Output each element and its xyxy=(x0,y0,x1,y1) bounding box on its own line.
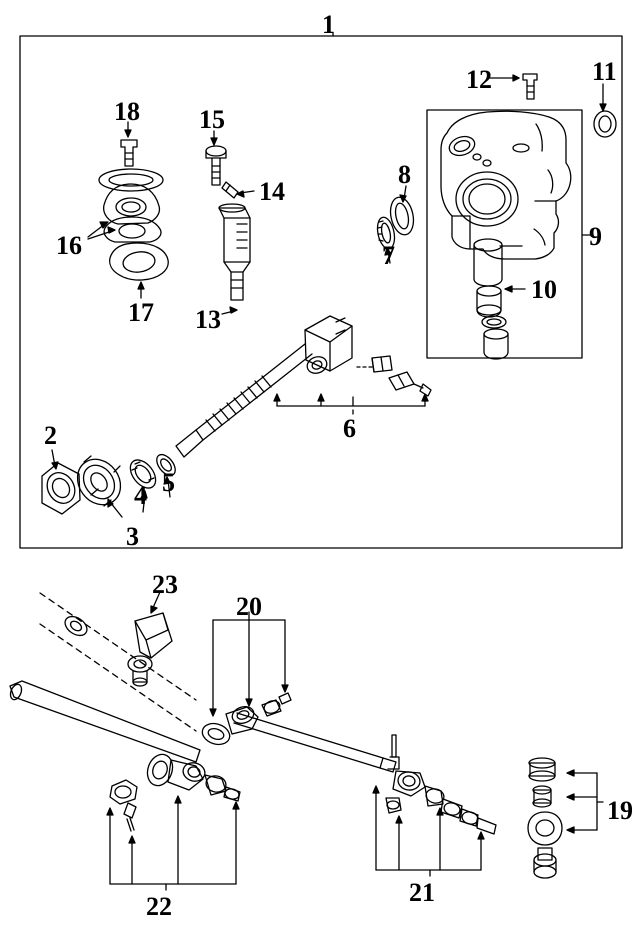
part-14-pin xyxy=(221,181,239,199)
part-6-coupler xyxy=(304,315,432,397)
callout-23: 23 xyxy=(152,570,178,599)
leader-16-arrow xyxy=(99,221,109,229)
part-22-left-linkage xyxy=(109,753,241,832)
leader-22-arrow-a xyxy=(106,807,114,816)
leader-6-arrow-a xyxy=(273,393,281,402)
leader-14-arrow xyxy=(236,190,245,198)
part-steering-gear-housing xyxy=(440,110,572,260)
callout-22: 22 xyxy=(146,892,172,921)
leader-19-arrow-a xyxy=(566,769,575,777)
callout-7: 7 xyxy=(382,241,395,270)
part-5-washer xyxy=(156,453,176,477)
leader-2-arrow xyxy=(51,461,59,470)
callout-4: 4 xyxy=(134,481,147,510)
leader-16b xyxy=(87,230,113,240)
callout-20: 20 xyxy=(236,592,262,621)
leader-19-arrow-c xyxy=(566,826,575,834)
callout-17: 17 xyxy=(128,298,154,327)
callout-15: 15 xyxy=(199,105,225,134)
callout-8: 8 xyxy=(398,160,411,189)
callout-12: 12 xyxy=(466,65,492,94)
leader-3-arrow xyxy=(107,498,114,508)
group-box-1 xyxy=(19,35,623,549)
part-21-right-linkage xyxy=(385,734,497,835)
part-11-plug xyxy=(593,110,617,138)
part-15-bolt xyxy=(205,145,227,186)
leader-21-bracket xyxy=(375,789,482,877)
part-2-boot xyxy=(41,462,81,515)
leader-17-arrow xyxy=(137,281,145,290)
callout-18: 18 xyxy=(114,97,140,126)
leader-19-bracket xyxy=(570,772,604,831)
part-4-bearing xyxy=(129,459,157,489)
part-center-link xyxy=(9,680,397,773)
part-7-bearing xyxy=(376,216,396,250)
leader-20-arrow-a xyxy=(209,708,217,717)
callout-21: 21 xyxy=(409,878,435,907)
leader-21-arrow-d xyxy=(477,831,485,840)
callout-14: 14 xyxy=(259,177,285,206)
part-23-idler-arm xyxy=(127,612,173,687)
part-19-ball-joint xyxy=(527,757,563,879)
leader-19-arrow-b xyxy=(566,793,575,801)
part-23-dashed-guides xyxy=(39,592,197,732)
part-3-damper xyxy=(76,455,122,507)
leader-22-bracket xyxy=(109,799,237,891)
leader-13-arrow xyxy=(229,306,238,314)
leader-20-bracket xyxy=(212,611,286,713)
callout-13: 13 xyxy=(195,305,221,334)
leader-6-arrow-c xyxy=(421,393,429,402)
callout-5: 5 xyxy=(162,468,175,497)
leader-20-arrow-b xyxy=(245,698,253,707)
leader-18-arrow xyxy=(124,129,132,138)
part-6-clamp xyxy=(388,371,432,397)
leader-6-bracket xyxy=(276,396,426,415)
callout-1: 1 xyxy=(322,10,335,39)
leader-10-arrow xyxy=(504,285,513,293)
leader-5-arrow xyxy=(163,476,171,485)
leader-22-arrow-c xyxy=(174,795,182,804)
leader-21-arrow-c xyxy=(436,807,444,816)
leader-11-arrow xyxy=(599,103,607,112)
leader-20-arrow-c xyxy=(281,684,289,693)
leader-22-arrow-d xyxy=(232,801,240,810)
part-16-mount xyxy=(98,168,164,243)
group-box-9 xyxy=(426,109,583,359)
callout-11: 11 xyxy=(592,57,617,86)
part-main-steering-shaft xyxy=(175,343,313,458)
part-17-gasket xyxy=(109,242,169,281)
leader-21-arrow-a xyxy=(372,785,380,794)
part-20-tie-rod-center xyxy=(201,692,292,746)
part-10-bushings xyxy=(473,238,509,360)
part-18-bolt xyxy=(120,139,138,167)
callout-19: 19 xyxy=(607,796,633,825)
callout-3: 3 xyxy=(126,522,139,551)
callout-6: 6 xyxy=(343,414,356,443)
callout-9: 9 xyxy=(589,222,602,251)
leader-7-arrow xyxy=(384,247,392,256)
leader-16b-arrow xyxy=(107,226,116,234)
leader-23-arrow xyxy=(150,605,158,614)
shaft-bellows xyxy=(205,375,272,432)
callout-2: 2 xyxy=(44,421,57,450)
part-8-seal xyxy=(389,196,415,236)
leader-22-arrow-b xyxy=(128,835,136,844)
part-13-intermediate-shaft xyxy=(218,203,251,301)
leader-6-arrow-b xyxy=(317,393,325,402)
callout-16: 16 xyxy=(56,231,82,260)
leader-12-arrow xyxy=(512,74,520,82)
leader-8-arrow xyxy=(399,194,407,203)
part-12-bolt xyxy=(522,73,538,100)
leader-4-arrow xyxy=(140,490,148,499)
callout-10: 10 xyxy=(531,275,557,304)
leader-21-arrow-b xyxy=(395,815,403,824)
part-6-pin xyxy=(356,355,393,373)
leader-15-arrow xyxy=(210,137,218,146)
